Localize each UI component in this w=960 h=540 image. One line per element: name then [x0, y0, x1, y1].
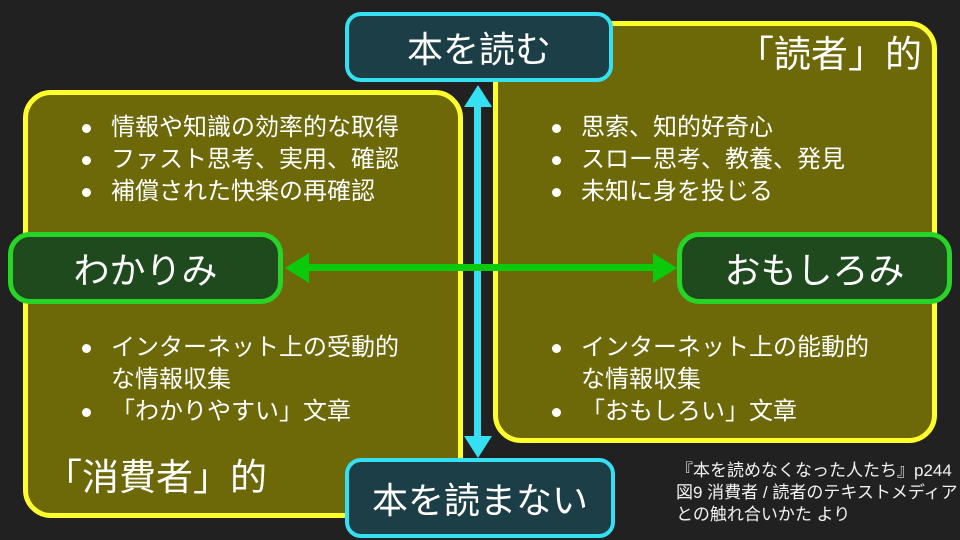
bullet-dot-icon — [82, 408, 91, 417]
list-item: スロー思考、教養、発見 — [552, 144, 845, 176]
list-item: インターネット上の受動的な情報収集 — [82, 332, 421, 396]
bullet-text: スロー思考、教養、発見 — [581, 146, 845, 173]
bullet-text: インターネット上の能動的な情報収集 — [581, 334, 869, 393]
consumer-upper-bullet-list: 情報や知識の効率的な取得 ファスト思考、実用、確認 補償された快楽の再確認 — [82, 112, 399, 208]
bullet-dot-icon — [82, 156, 91, 165]
axis-label-wakarimi: わかりみ — [8, 232, 283, 304]
list-item: 補償された快楽の再確認 — [82, 176, 399, 208]
list-item: 「わかりやすい」文章 — [82, 396, 421, 428]
bullet-dot-icon — [552, 188, 561, 197]
list-item: インターネット上の能動的な情報収集 — [552, 332, 891, 396]
bullet-text: 情報や知識の効率的な取得 — [111, 114, 399, 141]
bullet-dot-icon — [552, 408, 561, 417]
consumer-quadrant-label: 「消費者」的 — [45, 457, 267, 499]
axis-label-not-read-books: 本を読まない — [345, 458, 615, 538]
horizontal-axis-arrow — [307, 264, 653, 271]
axis-label-read-books: 本を読む — [345, 12, 613, 82]
consumer-lower-bullet-list: インターネット上の受動的な情報収集 「わかりやすい」文章 — [82, 332, 421, 428]
bullet-text: ファスト思考、実用、確認 — [111, 146, 399, 173]
consumer-panel: 情報や知識の効率的な取得 ファスト思考、実用、確認 補償された快楽の再確認 イン… — [23, 90, 463, 518]
vertical-axis-arrow — [474, 104, 481, 438]
list-item: ファスト思考、実用、確認 — [82, 144, 399, 176]
bullet-dot-icon — [552, 124, 561, 133]
list-item: 情報や知識の効率的な取得 — [82, 112, 399, 144]
citation-line: 『本を読めなくなった人たち』p244 — [676, 461, 952, 480]
citation-line: との触れ合いかた より — [676, 505, 851, 524]
reader-quadrant-label: 「読者」的 — [737, 34, 922, 75]
bullet-text: 「おもしろい」文章 — [581, 398, 797, 425]
citation-line: 図9 消費者 / 読者のテキストメディア — [676, 483, 958, 502]
bullet-text: 補償された快楽の再確認 — [111, 178, 375, 205]
bullet-dot-icon — [82, 344, 91, 353]
bullet-dot-icon — [552, 344, 561, 353]
list-item: 思索、知的好奇心 — [552, 112, 845, 144]
bullet-text: 「わかりやすい」文章 — [111, 398, 351, 425]
reader-upper-bullet-list: 思索、知的好奇心 スロー思考、教養、発見 未知に身を投じる — [552, 112, 845, 208]
axis-label-omoshiromi: おもしろみ — [677, 232, 952, 304]
reader-lower-bullet-list: インターネット上の能動的な情報収集 「おもしろい」文章 — [552, 332, 891, 428]
source-citation: 『本を読めなくなった人たち』p244 図9 消費者 / 読者のテキストメディア … — [676, 460, 958, 526]
list-item: 「おもしろい」文章 — [552, 396, 891, 428]
bullet-dot-icon — [552, 156, 561, 165]
arrow-left-icon — [285, 253, 309, 283]
bullet-text: インターネット上の受動的な情報収集 — [111, 334, 399, 393]
bullet-dot-icon — [82, 124, 91, 133]
arrow-right-icon — [653, 253, 677, 283]
bullet-text: 未知に身を投じる — [581, 178, 773, 205]
bullet-text: 思索、知的好奇心 — [581, 114, 773, 141]
arrow-down-icon — [464, 436, 492, 458]
list-item: 未知に身を投じる — [552, 176, 845, 208]
bullet-dot-icon — [82, 188, 91, 197]
arrow-up-icon — [464, 85, 492, 107]
